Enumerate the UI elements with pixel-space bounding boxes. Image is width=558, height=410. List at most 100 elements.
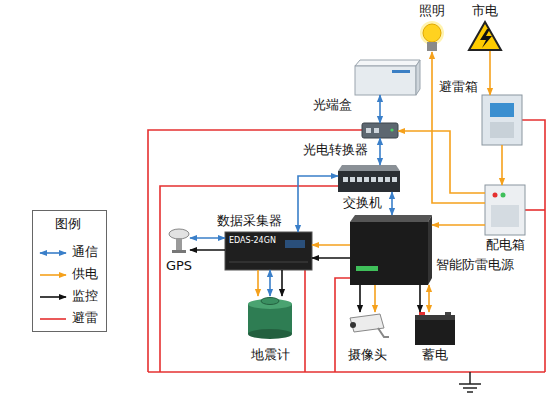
ground-bar [459, 383, 481, 385]
legend-line [40, 252, 66, 254]
unit-top [350, 215, 432, 222]
port [343, 177, 348, 182]
connector [269, 270, 271, 296]
connector [391, 192, 393, 215]
connector [298, 176, 338, 232]
ground-wire [160, 186, 338, 372]
warning-triangle [469, 22, 501, 50]
switch-front [338, 171, 400, 192]
connector [190, 237, 225, 239]
seismo-bottom [248, 329, 292, 339]
screen [490, 103, 514, 117]
collector-display [285, 240, 305, 248]
ground-stem [469, 372, 471, 384]
legend-item: 通信 [38, 245, 102, 261]
battery-body [415, 320, 455, 345]
switch-node: 交换机 [338, 165, 400, 192]
device-label: 照明 [419, 4, 445, 18]
connector [419, 285, 421, 312]
connector [374, 285, 376, 312]
port [392, 177, 397, 182]
battery-top [415, 315, 455, 320]
device-label: 交换机 [343, 196, 382, 210]
lamp-glow [420, 21, 444, 45]
mains-sign [469, 22, 501, 50]
device-label: 光电转换器 [303, 143, 368, 157]
led [390, 128, 393, 131]
legend-text: 监控 [72, 289, 98, 303]
legend-text: 通信 [72, 245, 98, 259]
connector [257, 270, 259, 296]
legend-sample [38, 292, 68, 302]
optical-box-node: 光端盒 [355, 60, 420, 95]
legend-item: 监控 [38, 289, 102, 305]
surge-power-unit [350, 215, 432, 285]
device-label: 摄像头 [348, 348, 387, 362]
device-label: 智能防雷电源 [436, 258, 514, 272]
ground-bar [463, 387, 477, 389]
ground-bar [467, 391, 473, 393]
bolt [480, 29, 492, 48]
connector [312, 257, 350, 259]
unit-side [428, 215, 432, 285]
antenna-stem [176, 238, 182, 251]
panel [491, 205, 519, 227]
device-label: 数据采集器 [217, 214, 282, 228]
box-strip [392, 70, 410, 73]
collector-body [225, 232, 312, 270]
collector-trim [229, 262, 308, 263]
lamp-node: 照明 [421, 21, 443, 52]
legend-sample [38, 248, 68, 258]
connector [398, 131, 485, 193]
ground-wire [525, 209, 545, 211]
data-collector [225, 232, 312, 270]
device-label: GPS [166, 259, 192, 273]
panel [490, 122, 514, 138]
converter-body [362, 123, 398, 138]
lightning-wiring [148, 120, 545, 372]
gps-node: GPS [168, 228, 190, 254]
legend-text: 避雷 [72, 311, 98, 325]
port [364, 177, 369, 182]
connector [312, 244, 350, 246]
indicator [501, 193, 506, 198]
connector [281, 270, 283, 296]
box-top [355, 60, 420, 66]
distribution-node: 配电箱 [485, 185, 525, 235]
ground-symbol [459, 372, 481, 392]
port [366, 128, 371, 133]
connector [432, 52, 485, 203]
cabinet [482, 95, 522, 145]
legend-line [40, 296, 66, 298]
legend-text: 供电 [72, 267, 98, 281]
switch-top [338, 165, 400, 171]
port [357, 177, 362, 182]
surge-box [482, 95, 522, 145]
connector [190, 249, 225, 251]
legend-sample [38, 314, 68, 324]
legend-title: 图例 [55, 217, 81, 231]
seismometer [248, 298, 292, 340]
gps-antenna [169, 229, 189, 253]
camera-node: 摄像头 [345, 312, 390, 342]
ground-wire [522, 120, 545, 372]
connector [379, 138, 381, 165]
camera-lens [350, 322, 356, 328]
distribution-box [485, 185, 525, 235]
switch [338, 165, 400, 192]
converter-node: 光电转换器 [362, 123, 398, 138]
seismometer-node: 地震计 [245, 296, 295, 340]
legend-line [40, 318, 66, 320]
battery [415, 312, 455, 345]
power-node: 智能防雷电源 [350, 215, 432, 285]
device-label: 蓄电 [422, 348, 448, 362]
antenna-head [169, 229, 189, 239]
legend-sample [38, 270, 68, 280]
seismo-cap [261, 298, 279, 305]
battery-node: 蓄电 [415, 312, 455, 345]
port [350, 177, 355, 182]
device-label: 避雷箱 [439, 80, 478, 94]
camera [350, 314, 389, 337]
port [374, 128, 379, 133]
